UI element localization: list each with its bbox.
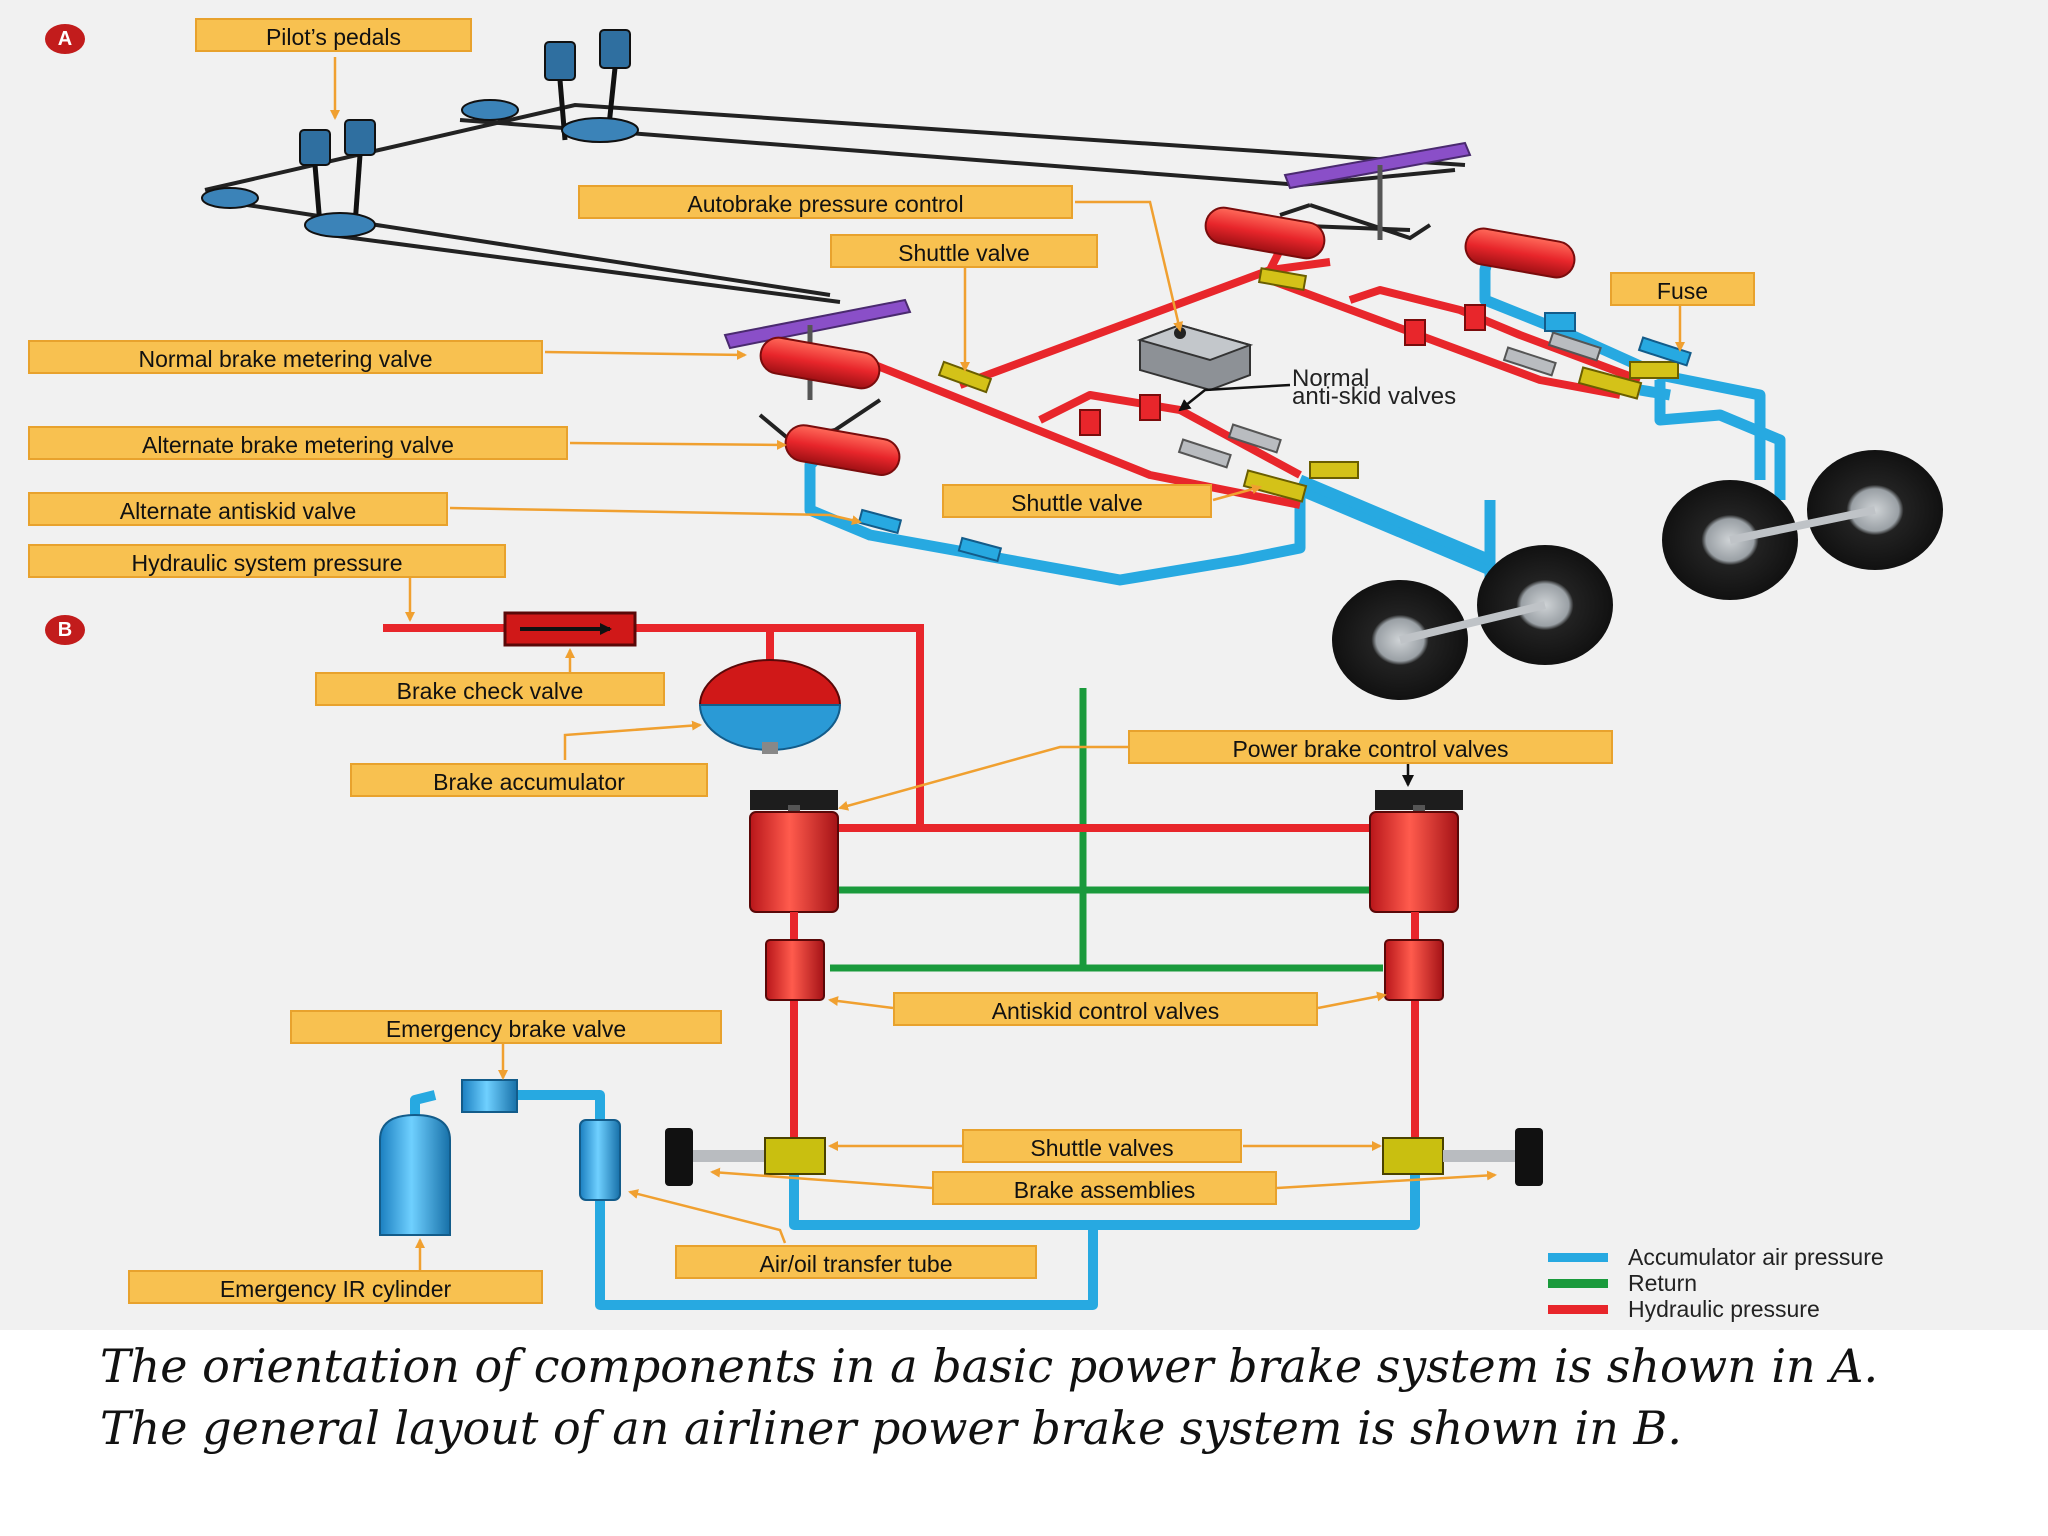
figure-caption: The orientation of components in a basic… (100, 1335, 1878, 1459)
label-emergency-brake-valve: Emergency brake valve (290, 1010, 722, 1044)
label-hydraulic-system-pressure: Hydraulic system pressure (28, 544, 506, 578)
caption-line-2: The general layout of an airliner power … (100, 1401, 1682, 1455)
leader-lines-b (415, 648, 1497, 1270)
panel-b-drawing (379, 611, 1543, 1310)
legend-label-return: Return (1628, 1270, 1698, 1296)
label-brake-check-valve: Brake check valve (315, 672, 665, 706)
accumulator-sphere (698, 659, 842, 754)
label-air-oil-transfer-tube: Air/oil transfer tube (675, 1245, 1037, 1279)
label-normal-antiskid-line2: anti-skid valves (1292, 383, 1457, 410)
label-emergency-ir-cylinder: Emergency IR cylinder (128, 1270, 543, 1304)
panel-b-badge: B (45, 615, 85, 645)
left-bellcrank-bar (723, 298, 912, 350)
valve-fittings (857, 267, 1692, 563)
landing-gear-wheels (1332, 450, 1943, 700)
legend-swatch-return (1548, 1279, 1608, 1288)
label-alternate-brake-metering-valve: Alternate brake metering valve (28, 426, 568, 460)
label-alternate-antiskid-valve: Alternate antiskid valve (28, 492, 448, 526)
control-valve-cylinders (749, 790, 1463, 1001)
leader-lines-a (330, 57, 1685, 622)
emergency-cylinder (379, 1113, 451, 1236)
label-shuttle-valve-upper: Shuttle valve (830, 234, 1098, 268)
label-shuttle-valves: Shuttle valves (962, 1129, 1242, 1163)
panel-a-drawing (201, 29, 1943, 700)
emergency-valve-body (461, 1079, 518, 1113)
label-normal-antiskid-line1: Normal (1292, 365, 1370, 392)
pilot-pedals (201, 29, 639, 238)
legend-label-accumulator: Accumulator air pressure (1628, 1244, 1884, 1270)
label-brake-accumulator: Brake accumulator (350, 763, 708, 797)
autobrake-box (1136, 323, 1254, 392)
label-power-brake-control-valves: Power brake control valves (1128, 730, 1613, 764)
label-autobrake-pressure-control: Autobrake pressure control (578, 185, 1073, 219)
caption-line-1: The orientation of components in a basic… (100, 1339, 1879, 1393)
label-normal-brake-metering-valve: Normal brake metering valve (28, 340, 543, 374)
brake-assemblies (665, 1128, 1543, 1186)
label-fuse: Fuse (1610, 272, 1755, 306)
label-pilots-pedals: Pilot’s pedals (195, 18, 472, 52)
label-antiskid-control-valves: Antiskid control valves (893, 992, 1318, 1026)
legend-swatch-accumulator (1548, 1253, 1608, 1262)
label-brake-assemblies: Brake assemblies (932, 1171, 1277, 1205)
panel-a-badge: A (45, 24, 85, 54)
legend-swatch-hydraulic (1548, 1305, 1608, 1314)
legend-label-hydraulic: Hydraulic pressure (1628, 1296, 1820, 1322)
label-shuttle-valve-lower: Shuttle valve (942, 484, 1212, 518)
